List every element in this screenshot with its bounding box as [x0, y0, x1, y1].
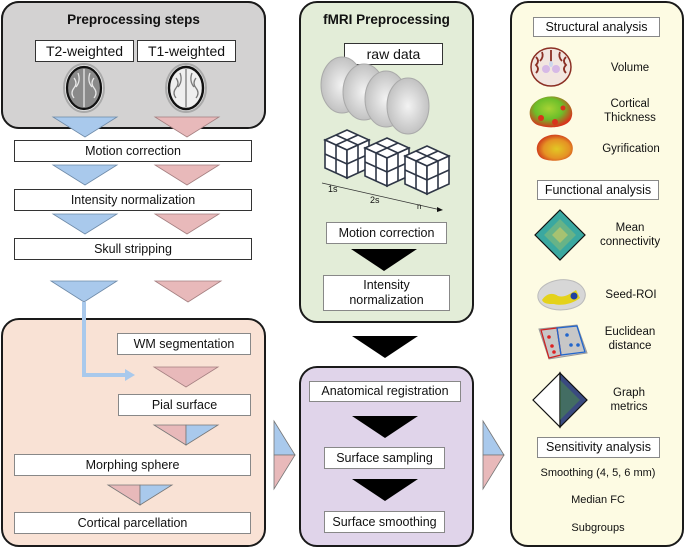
- fmri-black-arrow-2: [352, 336, 418, 358]
- preprocessing-title: Preprocessing steps: [67, 12, 200, 27]
- t2-output-arrow: [49, 280, 119, 303]
- mean-connectivity-matrix-icon: [534, 209, 586, 261]
- voxel-cubes-image: [321, 129, 451, 212]
- time-label-n: n: [417, 202, 422, 211]
- motion-correction-step: Motion correction: [14, 140, 252, 162]
- t2-arrow-3: [51, 213, 119, 235]
- anatomical-registration-step: Anatomical registration: [309, 381, 461, 402]
- sensitivity-smoothing-label: Smoothing (4, 5, 6 mm): [540, 467, 656, 479]
- t2-brain-image: [63, 63, 105, 113]
- euclidean-distance-label: Euclidean distance: [604, 326, 656, 353]
- t1-arrow-wm: [152, 366, 220, 388]
- cortical-thickness-brain-icon: [529, 96, 573, 128]
- euclidean-distance-icon: [538, 324, 588, 360]
- t1-arrow-2: [153, 164, 221, 186]
- seed-roi-label: Seed-ROI: [605, 289, 657, 301]
- structural-analysis-title: Structural analysis: [533, 17, 660, 37]
- combined-arrow-pial: [152, 424, 220, 446]
- mean-connectivity-label: Mean connectivity: [600, 222, 661, 249]
- graph-metrics-label: Graph metrics: [610, 387, 648, 414]
- t1-arrow-1: [153, 116, 221, 138]
- t1-brain-image: [165, 63, 207, 113]
- fmri-motion-correction-step: Motion correction: [326, 222, 447, 244]
- volume-label: Volume: [610, 62, 650, 74]
- seed-roi-brain-icon: [537, 279, 586, 311]
- fmri-intensity-normalization-step: Intensity normalization: [323, 275, 450, 311]
- graph-metrics-matrix-icon: [532, 371, 588, 429]
- sensitivity-median-fc-label: Median FC: [571, 494, 625, 506]
- t2-arrow-2: [51, 164, 119, 186]
- skull-stripping-step: Skull stripping: [14, 238, 252, 260]
- t2-routing-arrow: [82, 302, 135, 381]
- functional-analysis-title: Functional analysis: [537, 180, 659, 200]
- combined-arrow-to-analysis: [482, 419, 505, 491]
- cortical-thickness-label: Cortical Thickness: [604, 98, 656, 125]
- t2-arrow-1: [51, 116, 119, 138]
- t2-weighted-label: T2-weighted: [35, 40, 134, 62]
- time-label-2s: 2s: [370, 195, 380, 205]
- gyrification-brain-icon: [536, 134, 573, 161]
- t1-output-arrow: [153, 280, 223, 303]
- surface-smoothing-step: Surface smoothing: [324, 511, 445, 533]
- sensitivity-subgroups-label: Subgroups: [571, 522, 625, 534]
- cortical-parcellation-step: Cortical parcellation: [14, 512, 251, 534]
- volume-brain-icon: [530, 47, 572, 87]
- time-label-1s: 1s: [328, 184, 338, 194]
- t1-weighted-label: T1-weighted: [137, 40, 236, 62]
- fmri-black-arrow-1: [351, 249, 417, 271]
- wm-segmentation-step: WM segmentation: [117, 333, 251, 355]
- raw-data-label: raw data: [344, 43, 443, 65]
- registration-black-arrow-1: [352, 416, 418, 438]
- fmri-title: fMRI Preprocessing: [323, 12, 450, 27]
- intensity-normalization-step: Intensity normalization: [14, 189, 252, 211]
- gyrification-label: Gyrification: [602, 143, 660, 155]
- registration-black-arrow-2: [352, 479, 418, 501]
- sensitivity-analysis-title: Sensitivity analysis: [537, 437, 660, 458]
- fmri-volumes-image: [320, 56, 430, 135]
- preprocessing-panel-full: [1, 1, 266, 129]
- surface-sampling-step: Surface sampling: [324, 447, 445, 469]
- morphing-sphere-step: Morphing sphere: [14, 454, 251, 476]
- combined-arrow-to-registration: [273, 419, 296, 491]
- pial-surface-step: Pial surface: [118, 394, 251, 416]
- combined-arrow-morph: [106, 484, 174, 506]
- t1-arrow-3: [153, 213, 221, 235]
- surface-reconstruction-panel: [1, 318, 266, 547]
